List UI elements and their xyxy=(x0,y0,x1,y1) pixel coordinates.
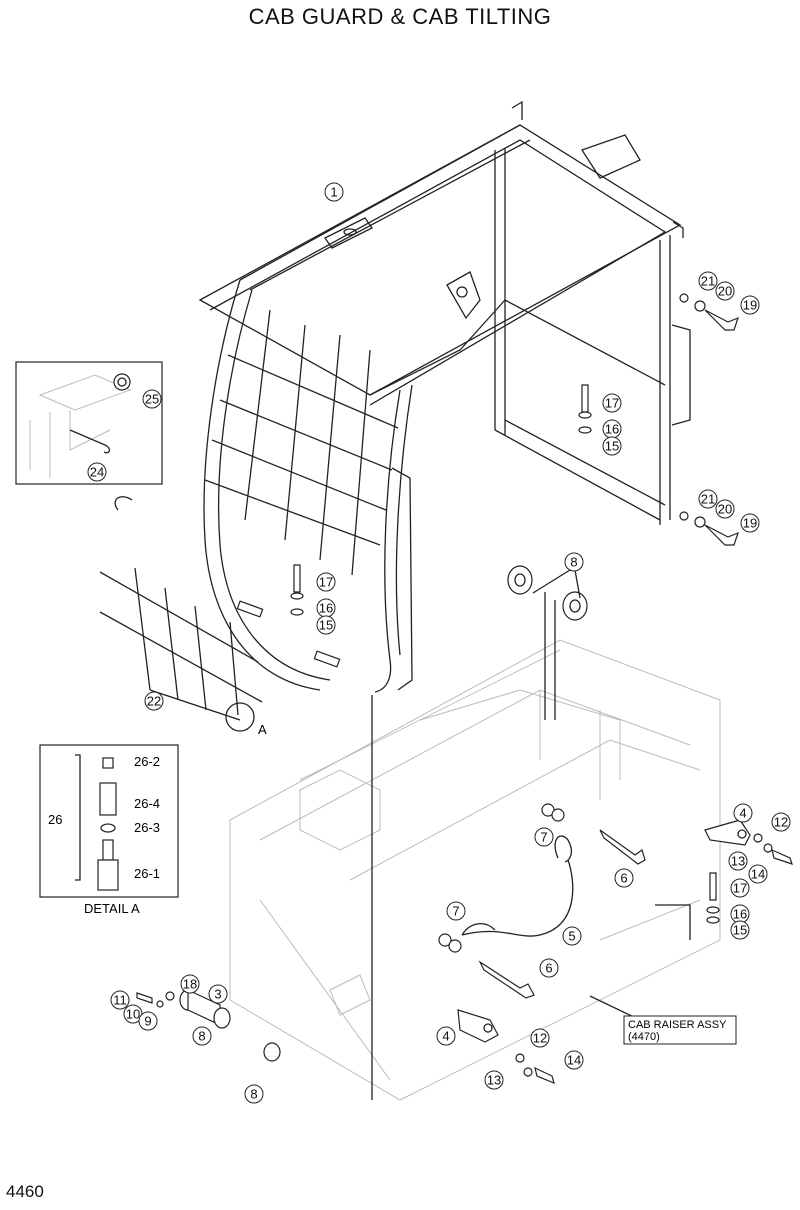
callout-number-c9: 9 xyxy=(144,1014,151,1029)
callout-number-c15a: 15 xyxy=(605,439,619,454)
callout-number-c15c: 15 xyxy=(733,923,747,938)
callout-bubble-c15b xyxy=(316,615,336,635)
callout-bubble-c17a xyxy=(602,393,622,413)
callout-bubble-c8a xyxy=(564,552,584,572)
callout-number-c19a: 19 xyxy=(743,298,757,313)
callout-number-c16a: 16 xyxy=(605,422,619,437)
callout-number-c12a: 12 xyxy=(774,815,788,830)
callout-number-c8a: 8 xyxy=(570,555,577,570)
assembly-note-line1: CAB RAISER ASSY xyxy=(628,1019,727,1031)
callout-number-c25: 25 xyxy=(145,392,159,407)
callout-number-c24: 24 xyxy=(90,465,104,480)
tilting-parts xyxy=(136,293,793,1100)
callout-number-c1: 1 xyxy=(330,185,337,200)
callout-number-c8c: 8 xyxy=(250,1087,257,1102)
detail-a-part-3: 26-3 xyxy=(134,820,160,835)
callout-bubble-c19a xyxy=(740,295,760,315)
detail-inset-box xyxy=(15,361,163,485)
callout-number-c21b: 21 xyxy=(701,492,715,507)
callout-number-c4a: 4 xyxy=(739,806,746,821)
callout-number-c10: 10 xyxy=(126,1007,140,1022)
callout-number-c14a: 14 xyxy=(751,867,765,882)
callout-bubble-c21b xyxy=(698,489,718,509)
callout-bubble-c13a xyxy=(728,851,748,871)
callout-bubble-c15c xyxy=(730,920,750,940)
callout-bubble-c17b xyxy=(316,572,336,592)
callout-number-c7a: 7 xyxy=(540,830,547,845)
callout-bubble-c4a xyxy=(733,803,753,823)
callout-number-c19b: 19 xyxy=(743,516,757,531)
detail-marker-a: A xyxy=(258,722,267,737)
callout-number-c8b: 8 xyxy=(198,1029,205,1044)
callout-bubble-c9 xyxy=(138,1011,158,1031)
callout-number-c6b: 6 xyxy=(545,961,552,976)
callout-bubble-c5 xyxy=(562,926,582,946)
callout-bubble-c25 xyxy=(142,389,162,409)
callout-number-c13a: 13 xyxy=(731,854,745,869)
callout-number-c17c: 17 xyxy=(733,881,747,896)
callout-bubble-c20b xyxy=(715,499,735,519)
callout-bubble-c19b xyxy=(740,513,760,533)
callout-number-c7b: 7 xyxy=(452,904,459,919)
lower-guard-assembly xyxy=(99,496,263,732)
callout-bubble-c17c xyxy=(730,878,750,898)
detail-a-group-label: 26 xyxy=(48,812,62,827)
cab-body-outline xyxy=(229,639,721,1101)
callout-number-c6a: 6 xyxy=(620,871,627,886)
callout-bubble-c7a xyxy=(534,827,554,847)
detail-a-box xyxy=(39,744,179,898)
callout-bubble-c18 xyxy=(180,974,200,994)
callout-bubble-c14a xyxy=(748,864,768,884)
callout-bubble-c20a xyxy=(715,281,735,301)
callout-number-c5: 5 xyxy=(568,929,575,944)
callout-bubble-c21a xyxy=(698,271,718,291)
callout-bubble-c6b xyxy=(539,958,559,978)
callout-number-c17a: 17 xyxy=(605,396,619,411)
callout-number-c11: 11 xyxy=(113,993,127,1008)
callout-number-c20a: 20 xyxy=(718,284,732,299)
callout-bubble-c3 xyxy=(208,984,228,1004)
callout-bubble-c12a xyxy=(771,812,791,832)
callout-bubble-c15a xyxy=(602,436,622,456)
callout-number-c17b: 17 xyxy=(319,575,333,590)
callout-number-c22: 22 xyxy=(147,694,161,709)
callout-number-c15b: 15 xyxy=(319,618,333,633)
callout-number-c21a: 21 xyxy=(701,274,715,289)
callout-bubble-c13b xyxy=(484,1070,504,1090)
callout-number-c16c: 16 xyxy=(733,907,747,922)
callout-number-c3: 3 xyxy=(214,987,221,1002)
callout-bubble-c14b xyxy=(564,1050,584,1070)
detail-a-part-4: 26-1 xyxy=(134,866,160,881)
callout-bubble-c4b xyxy=(436,1026,456,1046)
callout-bubble-c8b xyxy=(192,1026,212,1046)
callout-bubble-c12b xyxy=(530,1028,550,1048)
detail-a-caption: DETAIL A xyxy=(84,901,140,916)
callout-bubble-c8c xyxy=(244,1084,264,1104)
cab-guard-frame xyxy=(198,100,691,693)
callout-number-c14b: 14 xyxy=(567,1053,581,1068)
page-number: 4460 xyxy=(6,1182,44,1201)
callout-bubble-c11 xyxy=(110,990,130,1010)
callout-number-c16b: 16 xyxy=(319,601,333,616)
callout-bubble-c22 xyxy=(144,691,164,711)
callout-number-c12b: 12 xyxy=(533,1031,547,1046)
detail-a-part-1: 26-2 xyxy=(134,754,160,769)
callout-number-c13b: 13 xyxy=(487,1073,501,1088)
detail-a-part-2: 26-4 xyxy=(134,796,160,811)
callout-number-c18: 18 xyxy=(183,977,197,992)
page-title: CAB GUARD & CAB TILTING xyxy=(248,4,552,29)
callout-number-c20b: 20 xyxy=(718,502,732,517)
assembly-note-line2: (4470) xyxy=(628,1031,660,1043)
callout-bubble-c7b xyxy=(446,901,466,921)
callout-bubble-c1 xyxy=(324,182,344,202)
callout-bubble-c6a xyxy=(614,868,634,888)
assembly-note-box xyxy=(623,1015,737,1045)
callout-bubble-c24 xyxy=(87,462,107,482)
callout-number-c4b: 4 xyxy=(442,1029,449,1044)
